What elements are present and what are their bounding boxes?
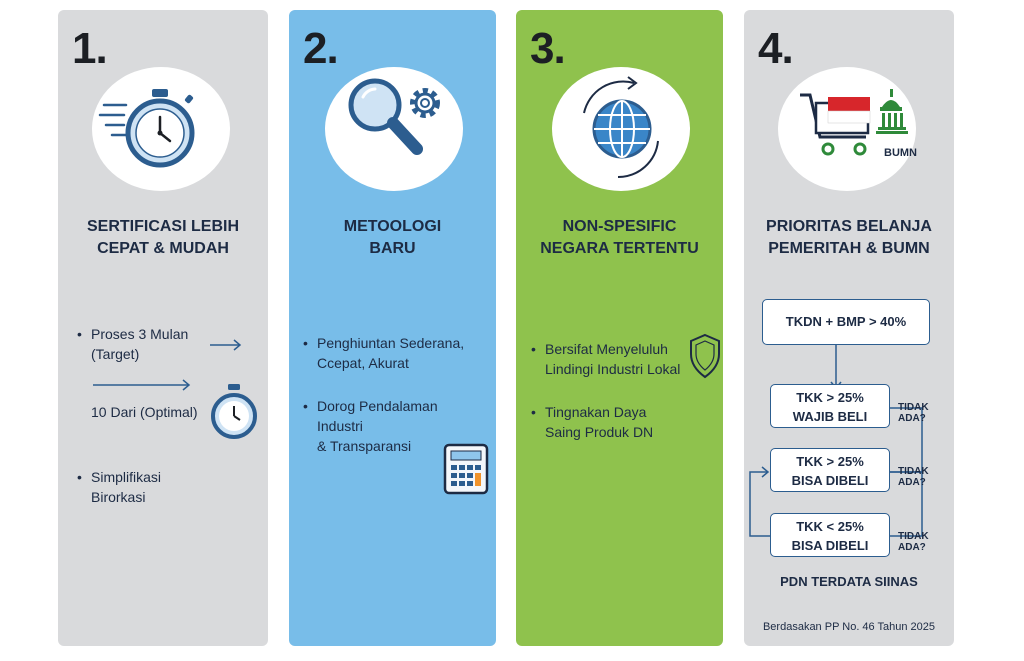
icon-circle — [92, 67, 230, 191]
panel-title: NON-SPESIFIC NEGARA TERTENTU — [540, 218, 699, 257]
flow-side-label: TIDAK ADA? — [898, 466, 929, 488]
bullet-pendalaman: •Dorog Pendalaman Industri & Transparans… — [303, 398, 438, 454]
source-note: Berdasakan PP No. 46 Tahun 2025 — [762, 621, 936, 633]
panel-number: 2. — [303, 24, 339, 73]
panel-number: 1. — [72, 24, 108, 73]
bullet-penghitungan: •Penghiuntan Sederana, Ccepat, Akurat — [303, 335, 465, 371]
bullet-proses: •Proses 3 Mulan (Target) — [77, 326, 189, 362]
panel-title: SERTIFICASI LEBIH CEPAT & MUDAH — [86, 218, 239, 257]
flow-footer: PDN TERDATA SIINAS — [780, 574, 918, 589]
arrow-right-icon — [93, 379, 191, 391]
icon-circle: BUMN — [778, 67, 917, 191]
bullet-menyeluruh: •Bersifat Menyeluluh Lindingi Industri L… — [531, 341, 681, 377]
magnifier-gear-icon — [348, 78, 440, 155]
cart-flag-icon — [800, 89, 908, 156]
icon-circle — [325, 67, 463, 191]
flow-side-label: TIDAK ADA? — [898, 531, 929, 553]
stopwatch-icon — [211, 384, 257, 439]
stopwatch-icon — [98, 89, 195, 168]
calculator-icon — [443, 443, 489, 495]
flow-box-tkdn: TKDN + BMP > 40% — [762, 299, 930, 345]
shield-icon — [690, 333, 720, 379]
panel-prioritas: 4. BUMN PRIORITAS BELANJA PEMERITAH & BU… — [744, 10, 954, 646]
panel-metodologi: 2. METOOLOGI BARU •Penghiuntan Sederana,… — [289, 10, 496, 646]
flow-box-wajib-beli: TKK > 25% WAJIB BELI — [770, 384, 890, 428]
panel-number: 4. — [758, 24, 794, 73]
flow-connectors — [749, 345, 923, 537]
panel-title: METOOLOGI BARU — [343, 218, 442, 257]
flow-side-label: TIDAK ADA? — [898, 402, 929, 424]
icon-circle — [552, 67, 690, 191]
arrow-right-icon — [210, 339, 242, 351]
panel-title: PRIORITAS BELANJA PEMERITAH & BUMN — [766, 218, 932, 257]
panel-non-spesifik: 3. NON-SPESIFIC NEGARA TERTENTU •Bersifa… — [516, 10, 723, 646]
flow-box-bisa-dibeli: TKK > 25% BISA DIBELI — [770, 448, 890, 492]
bullet-daya-saing: •Tingnakan Daya Saing Produk DN — [531, 404, 654, 440]
bullet-optimal: 10 Dari (Optimal) — [91, 404, 198, 420]
bumn-logo-text: BUMN — [884, 147, 917, 159]
flow-box-bisa-dibeli-low: TKK < 25% BISA DIBELI — [770, 513, 890, 557]
bullet-simplifikasi: •Simplifikasi Birorkasi — [77, 469, 162, 505]
panel-sertifikasi: 1. SERTIFICASI LEBIH CEPAT & MUDAH •Pros… — [58, 10, 268, 646]
globe-icon — [583, 76, 659, 179]
panel-number: 3. — [530, 24, 566, 73]
